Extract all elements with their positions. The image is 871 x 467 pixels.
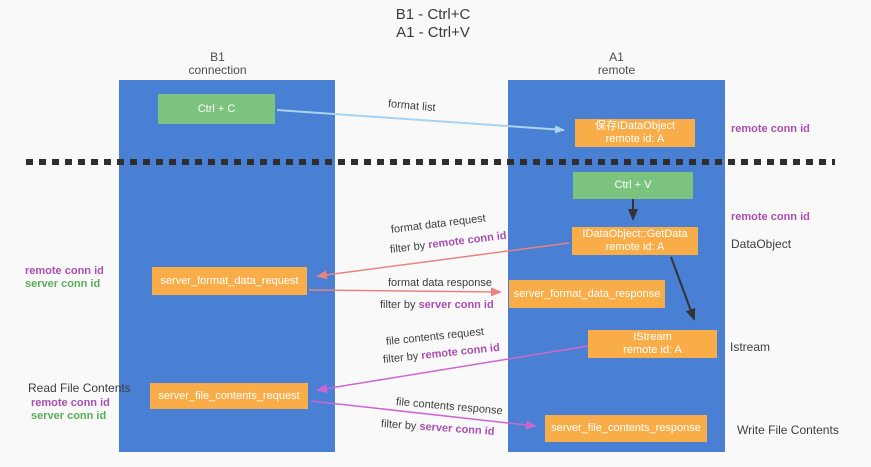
dashed-separator xyxy=(26,159,835,165)
node-server-format-data-response: server_format_data_response xyxy=(509,280,665,308)
label-dataobject: DataObject xyxy=(731,237,792,251)
title-line-2: A1 - Ctrl+V xyxy=(396,24,470,41)
lane-b1-title: B1 xyxy=(210,50,225,64)
label-remote-conn-id-mid-right: remote conn id xyxy=(731,211,810,223)
node-ctrl-v-label: Ctrl + V xyxy=(614,179,652,191)
lane-b1-subtitle: connection xyxy=(188,63,247,77)
remote-conn-id-text: remote conn id xyxy=(420,341,501,362)
node-getdata: IDataObject::GetData remote id: A xyxy=(572,227,698,255)
remote-conn-id-text: remote conn id xyxy=(427,229,508,252)
label-format-data-request: format data request xyxy=(390,212,487,236)
node-getdata-line1: IDataObject::GetData xyxy=(582,228,688,240)
arrow-format-data-response xyxy=(308,287,502,297)
label-istream: Istream xyxy=(730,340,771,354)
node-server-file-contents-request-label: server_file_contents_request xyxy=(158,389,300,402)
node-server-file-contents-request: server_file_contents_request xyxy=(150,383,308,409)
node-ctrl-v: Ctrl + V xyxy=(573,172,693,199)
node-istream: IStream remote id: A xyxy=(588,330,717,358)
node-istream-line2: remote id: A xyxy=(623,344,682,356)
lane-header-a1: A1 remote xyxy=(558,51,675,77)
node-save-dataobject: 保存IDataObject remote id: A xyxy=(575,119,695,147)
label-format-data-response: format data response xyxy=(388,277,492,289)
node-server-file-contents-response-label: server_file_contents_response xyxy=(551,422,701,434)
node-save-dataobject-line1: 保存IDataObject xyxy=(594,120,676,132)
label-server-conn-id-left-2: server conn id xyxy=(31,410,107,422)
server-conn-id-text: server conn id xyxy=(419,420,495,438)
title-line-1: B1 - Ctrl+C xyxy=(395,6,471,23)
filter-by-text: filter by xyxy=(380,418,420,433)
label-write-file-contents: Write File Contents xyxy=(737,423,839,437)
lane-header-b1: B1 connection xyxy=(159,51,276,77)
node-server-format-data-request-label: server_format_data_request xyxy=(160,274,299,287)
filter-by-text: filter by xyxy=(382,350,422,366)
label-filter-server-2: filter by server conn id xyxy=(381,418,495,438)
label-format-list: format list xyxy=(387,98,437,115)
label-read-file-contents: Read File Contents xyxy=(28,381,131,395)
label-remote-conn-id-left-1: remote conn id xyxy=(25,265,104,277)
node-save-dataobject-line2: remote id: A xyxy=(605,133,665,145)
node-server-file-contents-response: server_file_contents_response xyxy=(545,415,707,442)
node-istream-line1: IStream xyxy=(633,331,672,343)
label-remote-conn-id-left-2: remote conn id xyxy=(31,397,110,409)
lane-a1-subtitle: remote xyxy=(597,63,636,77)
node-ctrl-c: Ctrl + C xyxy=(158,94,275,124)
node-server-format-data-request: server_format_data_request xyxy=(152,267,307,295)
label-file-contents-response: file contents response xyxy=(395,396,504,418)
node-server-format-data-response-label: server_format_data_response xyxy=(513,287,661,300)
server-conn-id-text: server conn id xyxy=(418,299,494,311)
filter-by-text: filter by xyxy=(389,239,429,256)
node-ctrl-c-label: Ctrl + C xyxy=(197,102,236,115)
lane-a1-title: A1 xyxy=(609,50,624,64)
label-server-conn-id-left-1: server conn id xyxy=(25,278,101,290)
filter-by-text: filter by xyxy=(380,299,419,311)
node-getdata-line2: remote id: A xyxy=(605,241,665,253)
label-filter-server-1: filter by server conn id xyxy=(380,299,494,311)
label-remote-conn-id-top-right: remote conn id xyxy=(731,123,810,135)
diagram-title: B1 - Ctrl+C A1 - Ctrl+V xyxy=(348,6,518,42)
